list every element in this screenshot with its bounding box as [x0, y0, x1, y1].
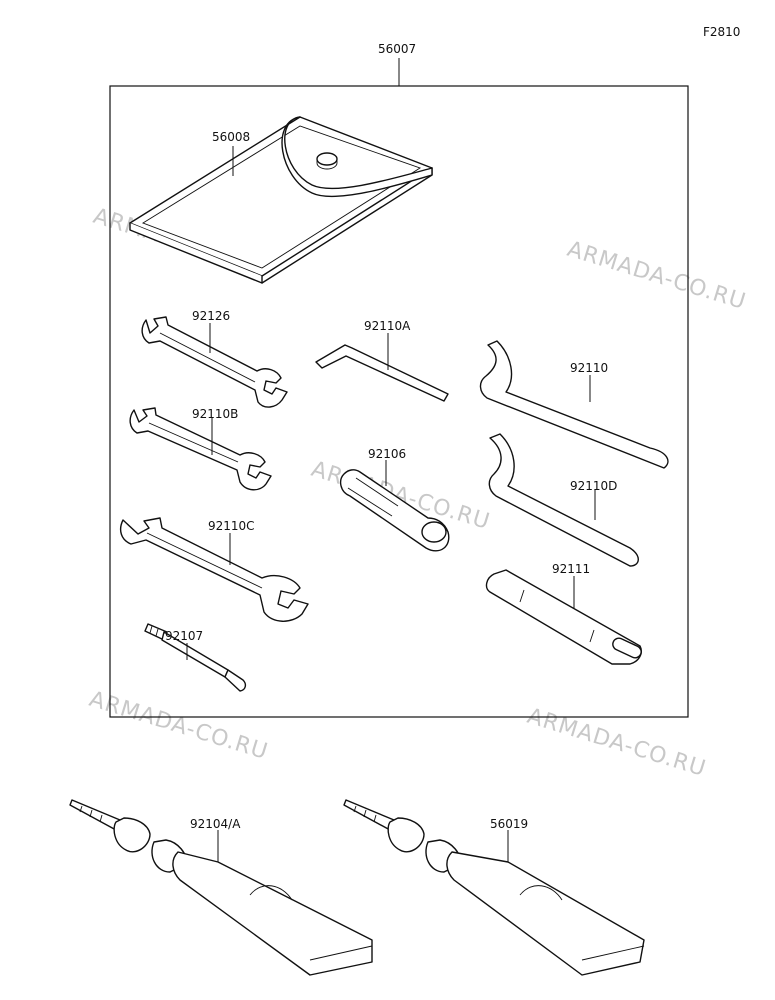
grease-tube-right-label: 56019 [490, 817, 528, 831]
watermark-4: ARMADA-CO.RU [86, 687, 271, 765]
hook-wrench-small-label: 92110D [570, 479, 617, 493]
figure-code: F2810 [703, 25, 740, 39]
handle-label: 92111 [552, 562, 590, 576]
hook-wrench-92110d[interactable] [488, 433, 639, 567]
tool-pouch[interactable] [129, 116, 433, 284]
handle-92111[interactable] [485, 569, 644, 665]
grease-tube-left-label: 92104/A [190, 817, 241, 831]
spanner-92110c[interactable] [119, 517, 309, 622]
watermark-2: ARMADA-CO.RU [564, 237, 749, 315]
spanner-92110c-label: 92110C [208, 519, 255, 533]
spanner-92126-label: 92126 [192, 309, 230, 323]
plug-wrench-label: 92106 [368, 447, 406, 461]
kit-number: 56007 [378, 42, 416, 56]
watermarks: ARMADA-CO.RU ARMADA-CO.RU ARMADA-CO.RU A… [86, 204, 749, 782]
pouch-label: 56008 [212, 130, 250, 144]
hex-key-92110a[interactable] [315, 344, 449, 402]
watermark-5: ARMADA-CO.RU [524, 704, 709, 782]
grease-tube-56019[interactable] [343, 799, 645, 976]
screwdriver-label: 92107 [165, 629, 203, 643]
hook-wrench-92110[interactable] [479, 340, 669, 469]
hex-key-label: 92110A [364, 319, 411, 333]
grease-tube-92104a[interactable] [69, 799, 373, 976]
spanner-92126[interactable] [141, 316, 288, 408]
spanner-92110b[interactable] [129, 407, 272, 491]
hook-wrench-large-label: 92110 [570, 361, 608, 375]
plug-wrench-92106[interactable] [339, 469, 450, 552]
spanner-92110b-label: 92110B [192, 407, 238, 421]
screwdriver-92107[interactable] [144, 623, 247, 692]
